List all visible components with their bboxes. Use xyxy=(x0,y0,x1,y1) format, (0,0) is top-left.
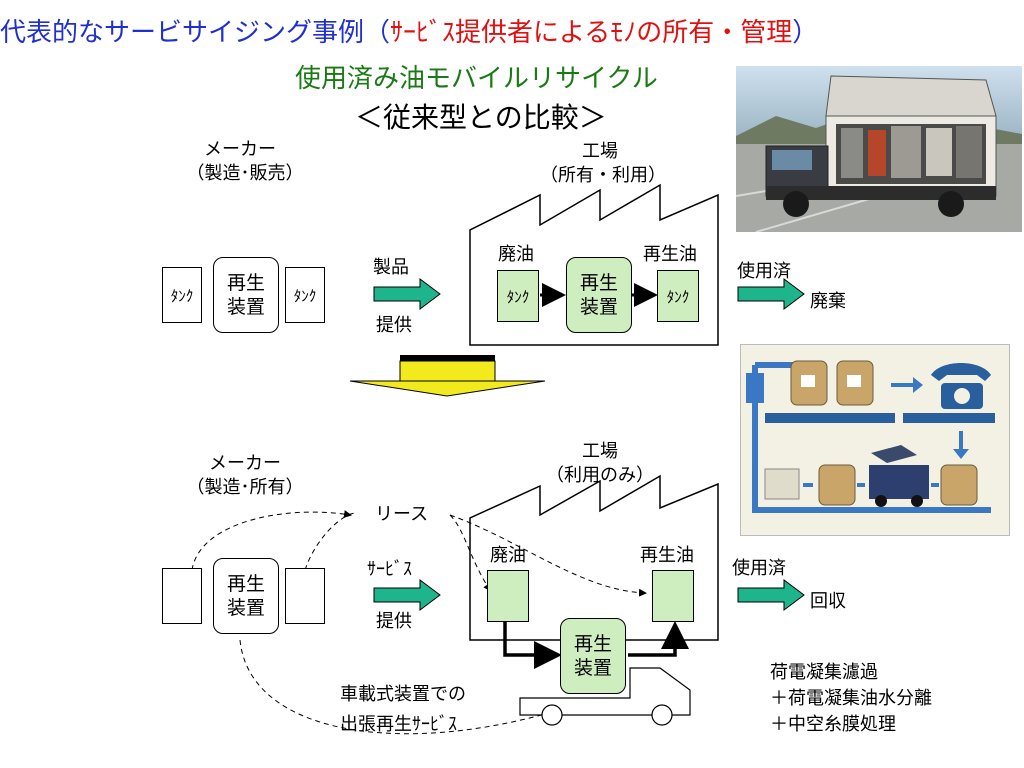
truck-outline xyxy=(519,667,691,726)
service-label: ｻｰﾋﾞｽ xyxy=(367,559,412,580)
maker-role-bottom: （製造･所有） xyxy=(186,477,304,498)
recycled-oil-label-bottom: 再生油 xyxy=(640,545,694,566)
recycle-device-bottom: 再生 装置 xyxy=(213,558,279,634)
transition-down-arrow xyxy=(349,355,546,397)
used-label-top: 使用済 xyxy=(737,261,791,282)
vehicle-service-line2: 出張再生ｻｰﾋﾞｽ xyxy=(340,714,457,735)
used-arrow-bottom xyxy=(737,579,805,611)
waste-oil-label-bottom: 廃油 xyxy=(490,545,526,566)
lease-label: リース xyxy=(375,504,429,525)
waste-oil-tank-bottom xyxy=(487,570,529,622)
provide-arrow-top xyxy=(373,278,441,310)
waste-oil-label-top: 廃油 xyxy=(498,244,534,265)
comparison-heading: ＜従来型との比較＞ xyxy=(355,101,607,134)
truck-photo xyxy=(736,66,1022,232)
factory-name-bottom: 工場 xyxy=(582,441,618,462)
collection-label: 回収 xyxy=(810,591,846,612)
provide-label-bottom: 提供 xyxy=(376,611,412,632)
tank-left-bottom xyxy=(162,568,202,624)
vehicle-service-line1: 車載式装置での xyxy=(340,684,466,705)
note-line-2: ＋荷電凝集油水分離 xyxy=(770,688,932,709)
maker-name-bottom: メーカー xyxy=(209,453,281,474)
used-arrow-top xyxy=(737,278,805,310)
factory-device-top: 再生 装置 xyxy=(566,257,632,333)
provide-arrow-bottom xyxy=(373,579,441,611)
used-label-bottom: 使用済 xyxy=(732,558,786,579)
recycle-device-top: 再生 装置 xyxy=(213,257,279,333)
slide-title: 代表的なサービサイジング事例（ｻｰﾋﾞｽ提供者によるﾓﾉの所有・管理） xyxy=(0,18,819,48)
tank-left-top: ﾀﾝｸ xyxy=(162,267,202,323)
tank-right-bottom xyxy=(285,568,325,624)
maker-name-top: メーカー xyxy=(204,139,276,160)
slide-subtitle: 使用済み油モバイルリサイクル xyxy=(295,64,658,94)
recycled-oil-tank-top: ﾀﾝｸ xyxy=(657,270,699,322)
process-notes: 荷電凝集濾過 ＋荷電凝集油水分離 ＋中空糸膜処理 xyxy=(770,660,932,738)
recycling-flow-illustration xyxy=(740,344,1010,536)
factory-role-top: （所有・利用） xyxy=(540,165,666,186)
provide-label-top: 提供 xyxy=(376,315,412,336)
note-line-3: ＋中空糸膜処理 xyxy=(770,714,896,735)
factory-role-bottom: （利用のみ） xyxy=(546,465,654,486)
product-label: 製品 xyxy=(373,257,409,278)
maker-role-top: （製造･販売） xyxy=(186,163,304,184)
disposal-label: 廃棄 xyxy=(810,291,846,312)
factory-name-top: 工場 xyxy=(582,141,618,162)
mobile-device-bottom: 再生 装置 xyxy=(560,618,626,694)
recycled-oil-tank-bottom xyxy=(652,570,694,622)
recycled-oil-label-top: 再生油 xyxy=(643,244,697,265)
waste-oil-tank-top: ﾀﾝｸ xyxy=(497,270,539,322)
note-line-1: 荷電凝集濾過 xyxy=(770,662,878,683)
tank-right-top: ﾀﾝｸ xyxy=(285,267,325,323)
